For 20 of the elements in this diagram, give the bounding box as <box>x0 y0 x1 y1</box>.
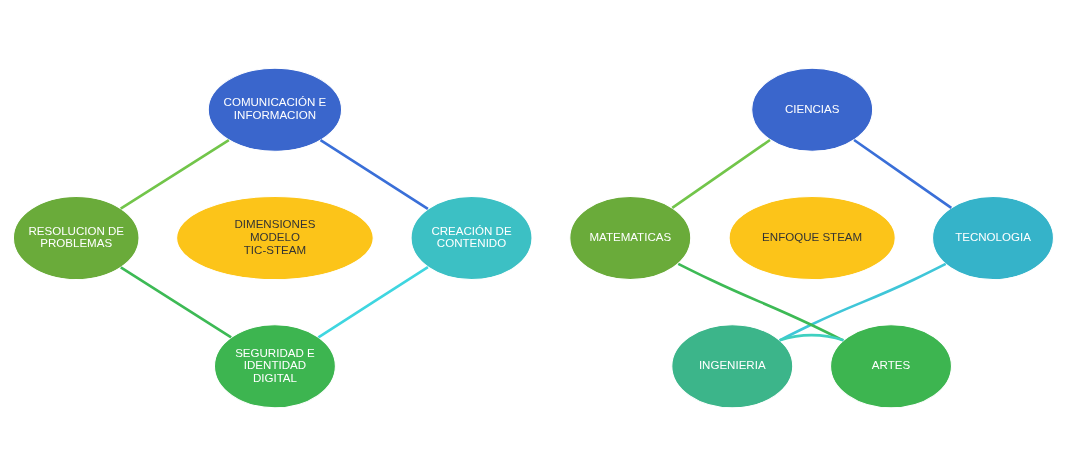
connector <box>778 262 947 341</box>
connector <box>319 138 429 210</box>
connector <box>120 265 232 339</box>
connector <box>317 265 429 338</box>
connector <box>779 333 844 341</box>
node-ellipse: CIENCIAS <box>751 67 874 152</box>
node-ellipse: ARTES <box>830 323 952 408</box>
node-ellipse: TECNOLOGIA <box>932 195 1054 280</box>
node-ellipse: INGENIERIA <box>671 323 794 408</box>
connector <box>120 138 230 210</box>
node-ellipse: COMUNICACIÓN E INFORMACION <box>207 67 343 152</box>
connector <box>677 262 844 342</box>
connector <box>671 138 771 209</box>
node-ellipse: SEGURIDAD E IDENTIDAD DIGITAL <box>213 323 336 408</box>
node-ellipse: DIMENSIONES MODELO TIC-STEAM <box>176 195 374 280</box>
node-ellipse: MATEMATICAS <box>569 195 692 280</box>
node-ellipse: RESOLUCION DE PROBLEMAS <box>12 195 140 280</box>
node-ellipse: CREACIÓN DE CONTENIDO <box>410 195 533 280</box>
node-ellipse: ENFOQUE STEAM <box>728 195 896 280</box>
connector <box>853 138 953 209</box>
